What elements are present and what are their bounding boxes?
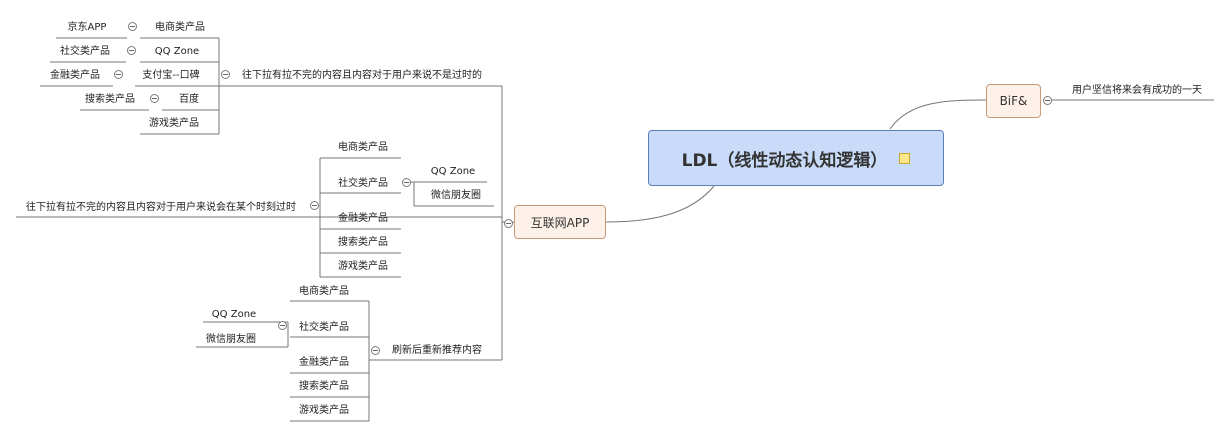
branch3-item[interactable]: 搜索类产品 [299,381,349,392]
collapse-icon[interactable] [150,94,159,103]
branch2-social-child[interactable]: QQ Zone [430,166,476,177]
central-topic[interactable]: LDL（线性动态认知逻辑） [648,130,944,186]
branch2-label[interactable]: 往下拉有拉不完的内容且内容对于用户来说会在某个时刻过时 [26,202,296,213]
note-icon[interactable] [899,152,911,164]
branch1-label[interactable]: 往下拉有拉不完的内容且内容对于用户来说不是过时的 [242,70,482,81]
collapse-icon[interactable] [1043,96,1052,105]
collapse-icon[interactable] [221,70,230,79]
branch1-item[interactable]: QQ Zone [154,46,200,57]
app-node[interactable]: 互联网APP [514,205,606,239]
branch3-item[interactable]: 电商类产品 [299,286,349,297]
collapse-icon[interactable] [402,178,411,187]
collapse-icon[interactable] [371,346,380,355]
branch2-item[interactable]: 社交类产品 [338,178,388,189]
branch3-social-child[interactable]: 微信朋友圈 [206,334,256,345]
branch1-item[interactable]: 支付宝--口碑 [142,70,200,81]
branch1-subitem[interactable]: 社交类产品 [60,46,110,57]
collapse-icon[interactable] [114,70,123,79]
branch1-subitem[interactable]: 京东APP [67,22,107,33]
branch2-social-child[interactable]: 微信朋友圈 [431,190,481,201]
branch2-item[interactable]: 电商类产品 [338,142,388,153]
bif-label: BiF& [999,94,1028,108]
central-title: LDL（线性动态认知逻辑） [681,150,888,171]
branch3-item[interactable]: 游戏类产品 [299,405,349,416]
branch1-subitem[interactable]: 搜索类产品 [85,94,135,105]
collapse-icon[interactable] [310,201,319,210]
branch2-item[interactable]: 金融类产品 [338,213,388,224]
app-label: 互联网APP [530,215,590,230]
branch1-item[interactable]: 游戏类产品 [149,118,199,129]
branch2-item[interactable]: 搜索类产品 [338,237,388,248]
branch3-item[interactable]: 金融类产品 [299,357,349,368]
branch2-item[interactable]: 游戏类产品 [338,261,388,272]
branch3-social-child[interactable]: QQ Zone [211,309,257,320]
collapse-icon[interactable] [128,22,137,31]
collapse-icon[interactable] [504,219,513,228]
collapse-icon[interactable] [127,46,136,55]
bif-child[interactable]: 用户坚信将来会有成功的一天 [1072,85,1202,96]
branch1-item[interactable]: 电商类产品 [155,22,205,33]
collapse-icon[interactable] [278,321,287,330]
branch1-item[interactable]: 百度 [179,94,199,105]
branch1-subitem[interactable]: 金融类产品 [50,70,100,81]
branch3-label[interactable]: 刷新后重新推荐内容 [392,345,482,356]
branch3-item[interactable]: 社交类产品 [299,322,349,333]
bif-node[interactable]: BiF& [986,84,1041,118]
